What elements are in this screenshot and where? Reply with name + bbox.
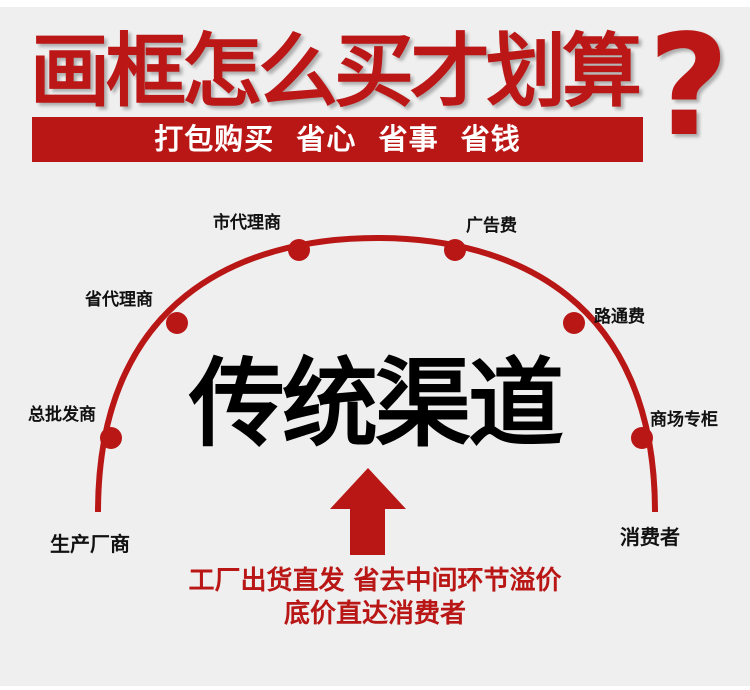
end-label-consumer: 消费者: [620, 525, 680, 549]
promo-banner: 打包购买 省心 省事 省钱: [32, 117, 643, 162]
node-label-wholesaler: 总批发商: [28, 405, 96, 425]
slogan-line-2: 底价直达消费者: [283, 599, 466, 629]
node-dot-mall-counter: [631, 427, 653, 449]
node-dot-ad-fee: [444, 239, 466, 261]
node-dot-city-agent: [288, 239, 310, 261]
node-dot-channel-fee: [563, 312, 585, 334]
banner-text: 打包购买 省心 省事 省钱: [154, 122, 521, 156]
center-title: 传统渠道: [189, 348, 564, 460]
question-mark-icon: ?: [648, 5, 730, 168]
slogan-line-1: 工厂出货直发 省去中间环节溢价: [188, 566, 562, 596]
node-dot-provincial-agent: [166, 312, 188, 334]
up-arrow-icon: [330, 468, 406, 555]
node-label-channel-fee: 路通费: [594, 307, 645, 327]
channel-arc: [95, 234, 658, 513]
arc-dots: [100, 239, 653, 449]
headline-title: 画框怎么买才划算: [30, 25, 642, 118]
start-label-manufacturer: 生产厂商: [50, 532, 130, 556]
node-label-provincial-agent: 省代理商: [85, 290, 153, 310]
node-dot-wholesaler: [100, 427, 122, 449]
node-label-mall-counter: 商场专柜: [650, 410, 718, 430]
node-label-city-agent: 市代理商: [213, 213, 281, 233]
node-label-ad-fee: 广告费: [466, 216, 517, 236]
